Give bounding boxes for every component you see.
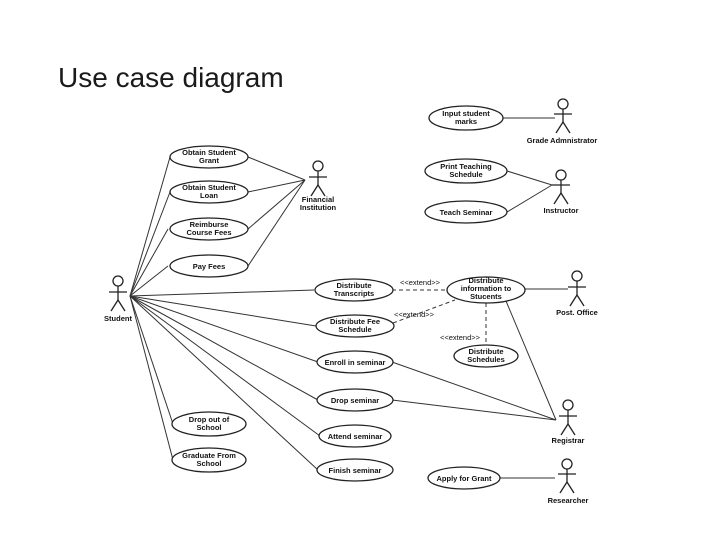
actor-instructor: Instructor — [543, 169, 579, 215]
svg-text:Obtain Student: Obtain Student — [182, 148, 236, 157]
svg-text:Drop seminar: Drop seminar — [331, 396, 379, 405]
extend-label: <<extend>> — [440, 333, 481, 342]
use-case-distribute-schedules: Distribute Schedules — [453, 344, 519, 368]
svg-text:School: School — [196, 423, 221, 432]
svg-text:Course Fees: Course Fees — [186, 228, 231, 237]
svg-text:Reimburse: Reimburse — [190, 220, 229, 229]
svg-text:Teach Seminar: Teach Seminar — [440, 208, 493, 217]
svg-text:Obtain Student: Obtain Student — [182, 183, 236, 192]
svg-text:Researcher: Researcher — [548, 496, 589, 505]
use-case-distribute-information: Distribute information to Stucents — [446, 276, 526, 304]
svg-text:Institution: Institution — [300, 203, 337, 212]
use-case-attend-seminar: Attend seminar — [318, 424, 392, 448]
svg-text:Instructor: Instructor — [543, 206, 578, 215]
use-case-distribute-transcripts: Distribute Transcripts — [314, 278, 394, 302]
use-case-print-teaching-schedule: Print Teaching Schedule — [424, 158, 508, 184]
use-case-apply-for-grant: Apply for Grant — [427, 466, 501, 490]
svg-text:information to: information to — [461, 284, 512, 293]
svg-text:Attend seminar: Attend seminar — [328, 432, 383, 441]
svg-text:Transcripts: Transcripts — [334, 289, 374, 298]
use-case-obtain-student-grant: Obtain Student Grant — [169, 145, 249, 169]
use-case-finish-seminar: Finish seminar — [316, 458, 394, 482]
svg-text:Enroll in seminar: Enroll in seminar — [325, 358, 386, 367]
svg-text:Distribute: Distribute — [468, 347, 503, 356]
use-case-input-student-marks: Input student marks — [428, 105, 504, 131]
svg-text:Finish seminar: Finish seminar — [329, 466, 382, 475]
use-case-graduate-from-school: Graduate From School — [171, 447, 247, 473]
svg-text:School: School — [196, 459, 221, 468]
svg-text:Pay Fees: Pay Fees — [193, 262, 226, 271]
actor-grade-administrator: Grade Admnistrator — [527, 98, 598, 145]
extend-label: <<extend>> — [400, 278, 441, 287]
actor-student: Student — [104, 275, 132, 323]
svg-text:Registrar: Registrar — [552, 436, 585, 445]
svg-text:Drop out of: Drop out of — [189, 415, 230, 424]
extend-label: <<extend>> — [394, 310, 435, 319]
svg-text:Grade Admnistrator: Grade Admnistrator — [527, 136, 598, 145]
svg-text:marks: marks — [455, 117, 477, 126]
svg-text:Stucents: Stucents — [470, 292, 502, 301]
svg-text:Schedule: Schedule — [338, 325, 371, 334]
use-case-drop-seminar: Drop seminar — [316, 388, 394, 412]
use-case-teach-seminar: Teach Seminar — [424, 200, 508, 224]
svg-text:Distribute: Distribute — [468, 276, 503, 285]
use-case-drop-out-of-school: Drop out of School — [171, 411, 247, 437]
svg-text:Post. Office: Post. Office — [556, 308, 598, 317]
actor-financial-institution: Financial Institution — [300, 160, 337, 212]
svg-text:Apply for Grant: Apply for Grant — [436, 474, 492, 483]
svg-text:Input student: Input student — [442, 109, 490, 118]
slide-title: Use case diagram — [58, 62, 284, 93]
svg-text:Schedule: Schedule — [449, 170, 482, 179]
use-case-obtain-student-loan: Obtain Student Loan — [169, 180, 249, 204]
svg-text:Schedules: Schedules — [467, 355, 505, 364]
svg-text:Grant: Grant — [199, 156, 220, 165]
actor-post-office: Post. Office — [556, 270, 598, 317]
svg-text:Graduate From: Graduate From — [182, 451, 236, 460]
actor-registrar: Registrar — [552, 399, 585, 445]
svg-text:Print Teaching: Print Teaching — [440, 162, 492, 171]
use-case-enroll-in-seminar: Enroll in seminar — [316, 350, 394, 374]
use-case-distribute-fee-schedule: Distribute Fee Schedule — [315, 314, 395, 338]
association-lines — [129, 117, 568, 479]
svg-text:Financial: Financial — [302, 195, 335, 204]
svg-text:Distribute Fee: Distribute Fee — [330, 317, 380, 326]
use-case-pay-fees: Pay Fees — [169, 254, 249, 278]
svg-text:Loan: Loan — [200, 191, 218, 200]
actor-researcher: Researcher — [548, 458, 589, 505]
svg-text:Student: Student — [104, 314, 132, 323]
use-case-reimburse-course-fees: Reimburse Course Fees — [169, 217, 249, 241]
svg-text:Distribute: Distribute — [336, 281, 371, 290]
